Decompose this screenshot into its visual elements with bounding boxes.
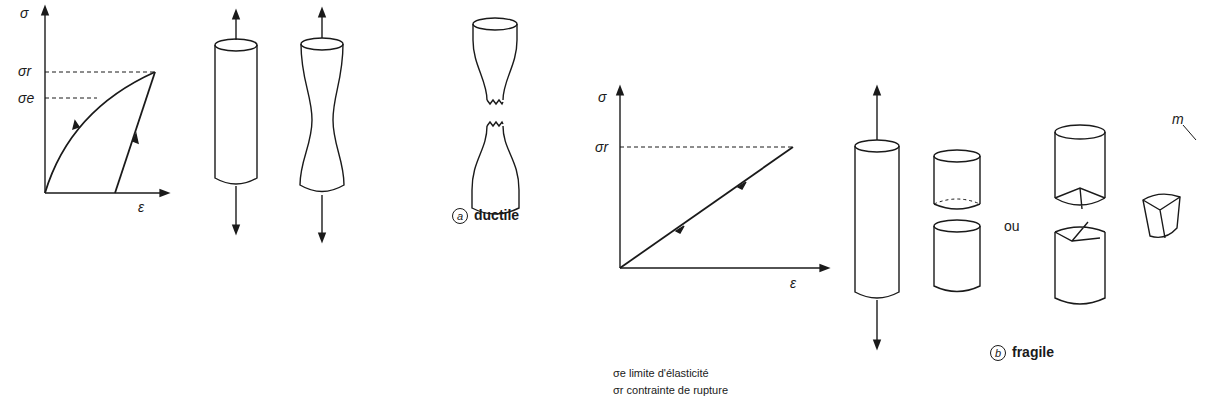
legend-note: σr contrainte de rupture (613, 385, 728, 396)
fragment-label: m (1172, 112, 1184, 126)
conjunction: ou (1004, 219, 1020, 233)
panel-letter: a (452, 208, 468, 224)
axis-label: σ (598, 90, 606, 104)
axis-label: ε (790, 276, 796, 290)
panel-title: ductile (474, 208, 519, 222)
panel-title: fragile (1012, 345, 1054, 359)
axis-label: ε (138, 200, 144, 214)
axis-value: σr (18, 64, 31, 78)
legend-note: σe limite d'élasticité (613, 368, 709, 379)
panel-letter: b (990, 345, 1006, 361)
axis-value: σe (18, 91, 34, 105)
axis-value: σr (595, 140, 608, 154)
axis-label: σ (20, 6, 28, 20)
